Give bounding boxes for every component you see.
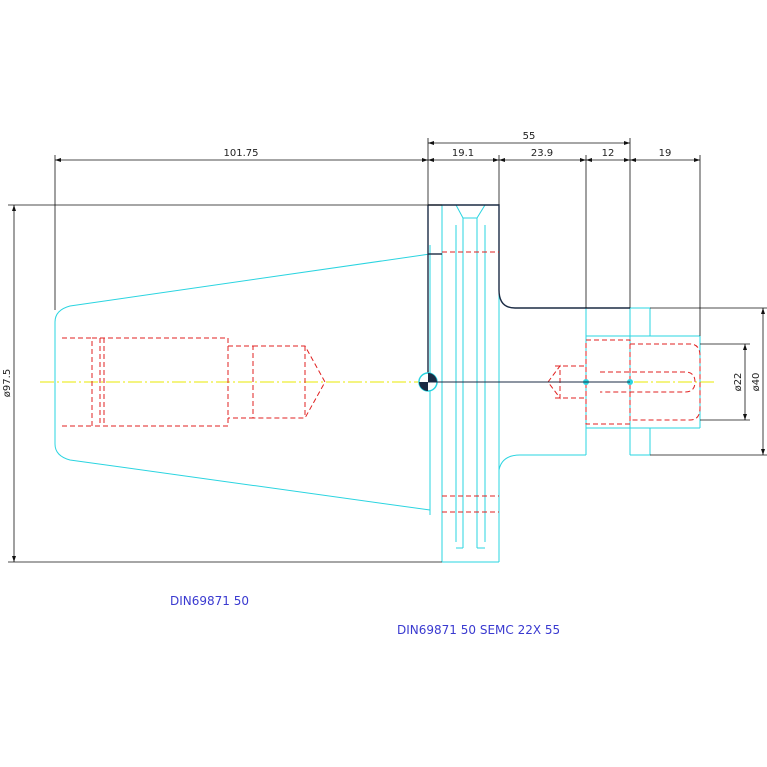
dimension-arrows [12, 141, 765, 562]
neck-bottom [498, 454, 586, 480]
dimension-lines [8, 138, 767, 563]
collar-bore [555, 365, 586, 399]
dim-flange-diameter: ø97.5 [2, 369, 13, 397]
taper-outline [54, 253, 431, 511]
bore-cone [253, 345, 326, 419]
retention-knob-bore [62, 337, 92, 427]
collar-top [586, 307, 700, 337]
dim-collar-diameter: ø40 [751, 373, 762, 392]
collar-bottom [630, 427, 700, 456]
dim-taper-length: 101.75 [224, 148, 259, 159]
dim-overall-length: 55 [523, 131, 536, 142]
caption-standard: DIN69871 50 [170, 594, 250, 608]
dim-pilot-length: 19 [659, 148, 672, 159]
flange-section-outline [427, 204, 630, 380]
dim-flange-width: 19.1 [452, 148, 474, 159]
screw-head [600, 371, 696, 393]
v-groove-top [455, 204, 486, 219]
hidden-lines [62, 251, 701, 513]
screw-pocket [630, 343, 701, 421]
caption-part-number: DIN69871 50 SEMC 22X 55 [397, 623, 561, 637]
dim-neck-length: 23.9 [531, 148, 553, 159]
pull-stud-thread [91, 337, 229, 427]
dim-pilot-diameter: ø22 [733, 373, 744, 392]
part-outline [54, 204, 701, 563]
dim-collar-width: 12 [602, 148, 615, 159]
bore-step [228, 345, 254, 419]
